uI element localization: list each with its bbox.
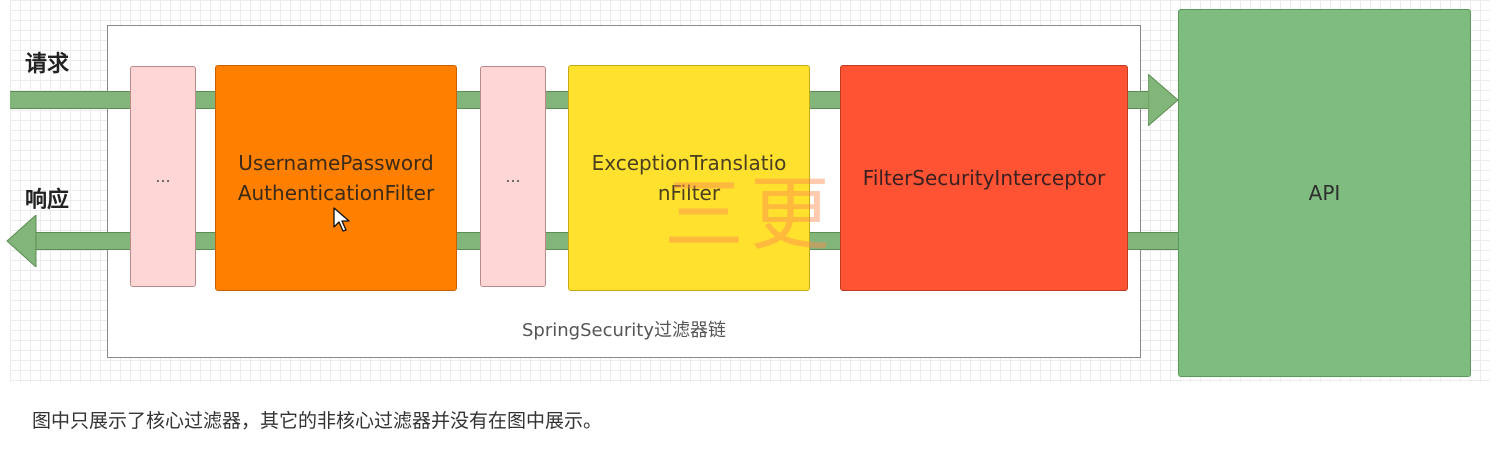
filter-label-others-1: ... (155, 166, 171, 186)
mouse-cursor-icon (333, 207, 350, 232)
filter-label-username-password: UsernamePassword AuthenticationFilter (237, 151, 435, 205)
filter-box-others-1: ... (130, 66, 196, 287)
filter-label-filter-security-interceptor: FilterSecurityInterceptor (862, 166, 1106, 190)
api-label: API (1308, 181, 1341, 205)
filter-box-others-2: ... (480, 66, 546, 287)
response-arrow-head (6, 215, 37, 267)
watermark-logo: 三更 (664, 168, 836, 261)
filter-label-others-2: ... (505, 166, 521, 186)
bottom-caption: 图中只展示了核心过滤器，其它的非核心过滤器并没有在图中展示。 (32, 410, 603, 432)
chain-caption: SpringSecurity过滤器链 (521, 320, 726, 341)
filter-box-exception-translation: ExceptionTranslatio nFilter (568, 65, 810, 291)
api-box: API (1178, 9, 1471, 377)
filter-box-filter-security-interceptor: FilterSecurityInterceptor (840, 65, 1128, 291)
response-label: 响应 (25, 188, 70, 213)
filter-box-username-password: UsernamePassword AuthenticationFilter (215, 65, 457, 291)
filter-label-exception-translation: ExceptionTranslatio nFilter (591, 151, 787, 205)
request-arrow-head (1148, 74, 1179, 126)
request-label: 请求 (25, 52, 70, 77)
